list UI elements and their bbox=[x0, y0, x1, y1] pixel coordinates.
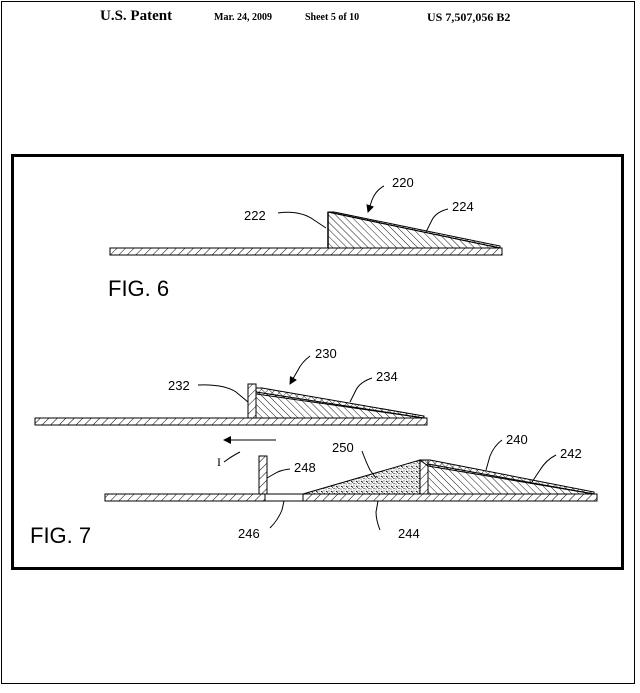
fig6-drawing: 220 222 224 FIG. 6 bbox=[108, 175, 503, 301]
fig7-lower-base-right bbox=[302, 493, 598, 502]
fig7-upper-base-strip bbox=[34, 417, 428, 426]
fig7-lower-base-gap bbox=[264, 493, 304, 502]
fig7-ref-234: 234 bbox=[376, 369, 398, 384]
fig7-leader-230 bbox=[289, 355, 311, 385]
patent-header-sheet: Sheet 5 of 10 bbox=[305, 12, 360, 23]
patent-header-date: Mar. 24, 2009 bbox=[214, 12, 272, 23]
fig7-leader-244 bbox=[375, 500, 381, 531]
fig6-wedge-cover bbox=[327, 211, 501, 249]
fig7-upper-post bbox=[247, 383, 257, 419]
fig7-upper-drawing: 230 232 234 bbox=[34, 346, 428, 426]
fig7-ref-248: 248 bbox=[294, 460, 316, 475]
fig6-leader-220 bbox=[366, 185, 385, 213]
fig7-label: FIG. 7 bbox=[30, 523, 91, 548]
fig7-lower-drawing: I 240 242 244 246 248 250 FIG. 7 bbox=[30, 432, 598, 548]
fig6-ref-222: 222 bbox=[244, 208, 266, 223]
fig7-ref-244: 244 bbox=[398, 526, 420, 541]
fig7-leader-242 bbox=[531, 454, 557, 483]
fig6-leader-224 bbox=[425, 208, 449, 233]
patent-header-title: U.S. Patent bbox=[100, 8, 173, 24]
fig7-leader-248 bbox=[266, 468, 291, 479]
fig7-ref-240: 240 bbox=[506, 432, 528, 447]
fig7-leader-232 bbox=[197, 384, 249, 403]
fig7-lower-post bbox=[419, 459, 429, 495]
fig7-leader-250 bbox=[361, 450, 377, 479]
fig7-lower-base-left bbox=[104, 493, 266, 502]
fig7-leader-240 bbox=[485, 439, 503, 471]
patent-header-number: US 7,507,056 B2 bbox=[427, 10, 511, 24]
fig6-leader-222 bbox=[277, 211, 327, 229]
fig7-ref-246: 246 bbox=[238, 526, 260, 541]
direction-arrow-label: I bbox=[217, 455, 221, 469]
figure-frame bbox=[11, 154, 624, 570]
fig6-ref-224: 224 bbox=[452, 199, 474, 214]
page-frame bbox=[1, 1, 635, 684]
fig7-leader-234 bbox=[349, 377, 373, 403]
fig7-ref-230: 230 bbox=[315, 346, 337, 361]
fig7-post-248 bbox=[258, 455, 268, 495]
fig7-leader-246 bbox=[269, 500, 285, 529]
fig6-label: FIG. 6 bbox=[108, 276, 169, 301]
fig7-ref-232: 232 bbox=[168, 378, 190, 393]
fig7-mound-250 bbox=[302, 459, 421, 495]
fig7-ref-242: 242 bbox=[560, 446, 582, 461]
fig7-ref-250: 250 bbox=[332, 440, 354, 455]
fig6-base-strip bbox=[109, 247, 503, 256]
fig6-ref-220: 220 bbox=[392, 175, 414, 190]
